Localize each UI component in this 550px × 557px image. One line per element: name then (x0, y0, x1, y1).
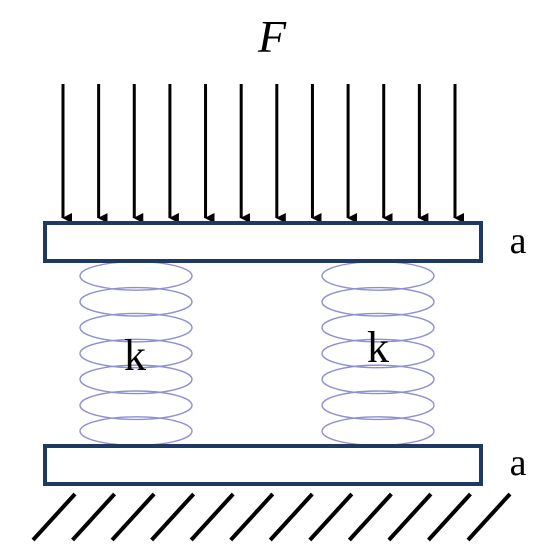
hatch-line (150, 492, 196, 542)
spring-coil (321, 338, 435, 369)
hatch-line (229, 492, 275, 542)
spring-coil (79, 390, 193, 421)
hatch-line (426, 492, 472, 542)
spring-coil (79, 364, 193, 395)
spring-coil (321, 312, 435, 343)
spring-coil (321, 261, 435, 291)
spring-coil (79, 338, 193, 369)
spring-coil (79, 416, 193, 446)
spring-coil (321, 286, 435, 317)
ground-hatching (31, 492, 512, 542)
spring-coil (79, 312, 193, 343)
hatch-line (347, 492, 393, 542)
hatch-line (308, 492, 354, 542)
left-spring-label: k (124, 331, 146, 380)
hatch-line (268, 492, 314, 542)
top-plate-label: a (510, 220, 527, 262)
hatch-line (387, 492, 433, 542)
top-plate (43, 221, 483, 263)
spring-coil (321, 364, 435, 395)
force-label: F (257, 11, 287, 62)
bottom-plate-label: a (510, 442, 527, 484)
force-arrows (61, 84, 464, 223)
hatch-line (31, 492, 77, 542)
right-spring-label: k (367, 323, 389, 372)
bottom-plate (43, 444, 483, 486)
hatch-line (466, 492, 512, 542)
hatch-line (110, 492, 156, 542)
spring-coil (79, 286, 193, 317)
spring-coil (321, 416, 435, 446)
spring-coil (321, 390, 435, 421)
spring-coil (79, 261, 193, 291)
hatch-line (189, 492, 235, 542)
hatch-line (71, 492, 117, 542)
